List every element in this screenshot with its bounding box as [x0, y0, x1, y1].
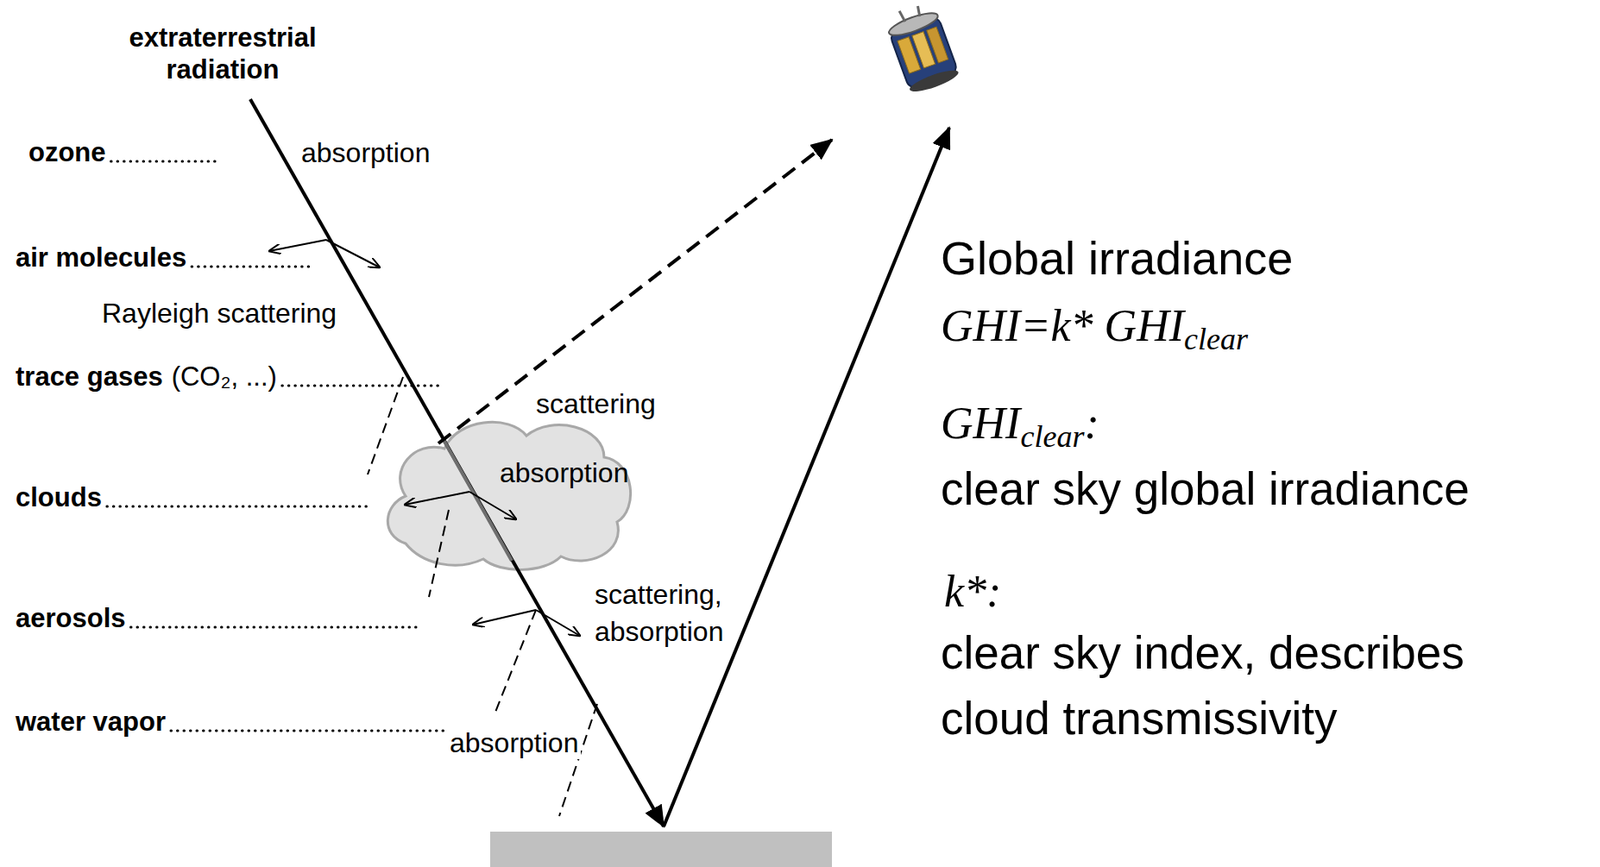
formula: GHI=k* GHI	[940, 299, 1185, 353]
formula-term: GHI	[940, 396, 1021, 451]
scatter-arrow	[535, 610, 580, 637]
incoming-ray	[250, 99, 664, 827]
cloud-shape	[387, 422, 630, 570]
satellite-base	[907, 66, 961, 96]
leader-dots	[107, 505, 368, 509]
ground-surface	[490, 831, 832, 867]
satellite-antenna	[916, 6, 922, 17]
cloud-reflected-ray	[438, 139, 832, 444]
scatter-arrow	[472, 610, 536, 625]
scatter-arrow	[404, 491, 470, 505]
process-label: absorption	[301, 136, 430, 170]
absorption-dash	[559, 704, 598, 817]
satellite-top	[886, 8, 940, 40]
satellite-panel	[926, 26, 949, 63]
layer-label: clouds	[15, 481, 102, 514]
leader-dots	[111, 160, 220, 164]
layer-label: water vapor	[15, 705, 166, 738]
title-label: extraterrestrial radiation	[93, 21, 353, 86]
layer-label: ozone	[28, 136, 107, 169]
layer-label: air molecules	[15, 241, 187, 274]
definition-text: clear sky global irradiance	[940, 461, 1470, 517]
definition-text: clear sky index, describes cloud transmi…	[940, 620, 1580, 752]
satellite-icon	[882, 0, 961, 96]
satellite-antenna	[899, 10, 906, 23]
process-label: absorption	[447, 726, 581, 760]
absorption-dash	[494, 610, 536, 715]
process-label: scattering	[535, 387, 656, 421]
formula-term: k*:	[944, 565, 1002, 619]
formula-subscript: clear	[1020, 418, 1084, 456]
scatter-arrow	[269, 239, 327, 252]
reflected-ray	[663, 127, 950, 827]
leader-dots	[282, 384, 439, 388]
process-label: scattering, absorption	[594, 576, 750, 651]
absorption-dash	[367, 377, 404, 475]
layer-label: aerosols	[15, 602, 126, 635]
scatter-arrow	[469, 491, 517, 520]
gas-formula: (CO₂, ...)	[171, 360, 278, 393]
leader-dots	[170, 730, 475, 733]
formula-heading: Global irradiance	[940, 230, 1293, 287]
leader-dots	[191, 265, 312, 269]
layer-label: trace gases	[15, 360, 164, 393]
leader-dots	[131, 626, 421, 630]
absorption-dash	[428, 510, 449, 598]
process-label: Rayleigh scattering	[101, 296, 337, 330]
formula-subscript: clear	[1184, 321, 1248, 359]
process-label: absorption	[499, 456, 629, 490]
formula-term: :	[1083, 396, 1099, 451]
scatter-arrow	[326, 239, 380, 268]
